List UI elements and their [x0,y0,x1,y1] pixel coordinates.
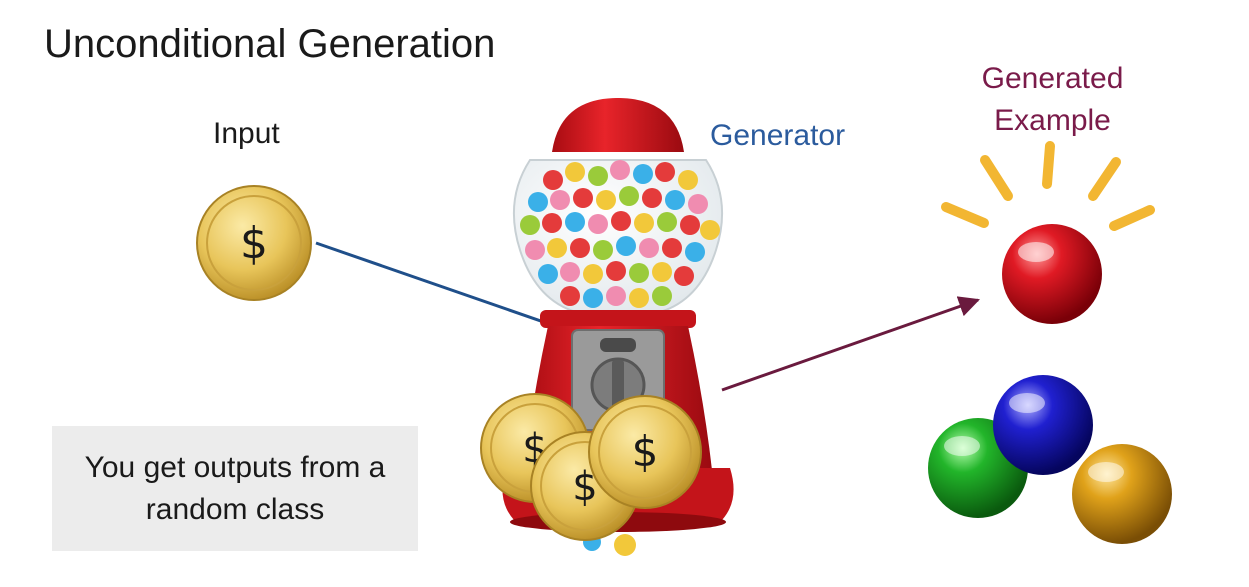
slide-title: Unconditional Generation [44,22,496,66]
input-coin-icon: $ [196,185,312,301]
input-label: Input [213,117,280,150]
generated-red-ball-icon [1002,224,1102,324]
note-text: You get outputs from a random class [84,450,386,526]
generated-example-label: Generated Example [981,62,1124,137]
gold-ball-icon [1072,444,1172,544]
coin-symbol: $ [240,218,268,269]
sparkle-rays-icon [941,141,1155,231]
gumballs [520,160,720,308]
blue-ball-icon [993,375,1093,475]
output-arrow [721,296,980,392]
generator-label: Generator [710,119,846,152]
coin-symbol: $ [632,427,659,476]
coin-pile-icon: $ $ $ [480,393,702,541]
note-box: You get outputs from a random class [52,426,418,551]
